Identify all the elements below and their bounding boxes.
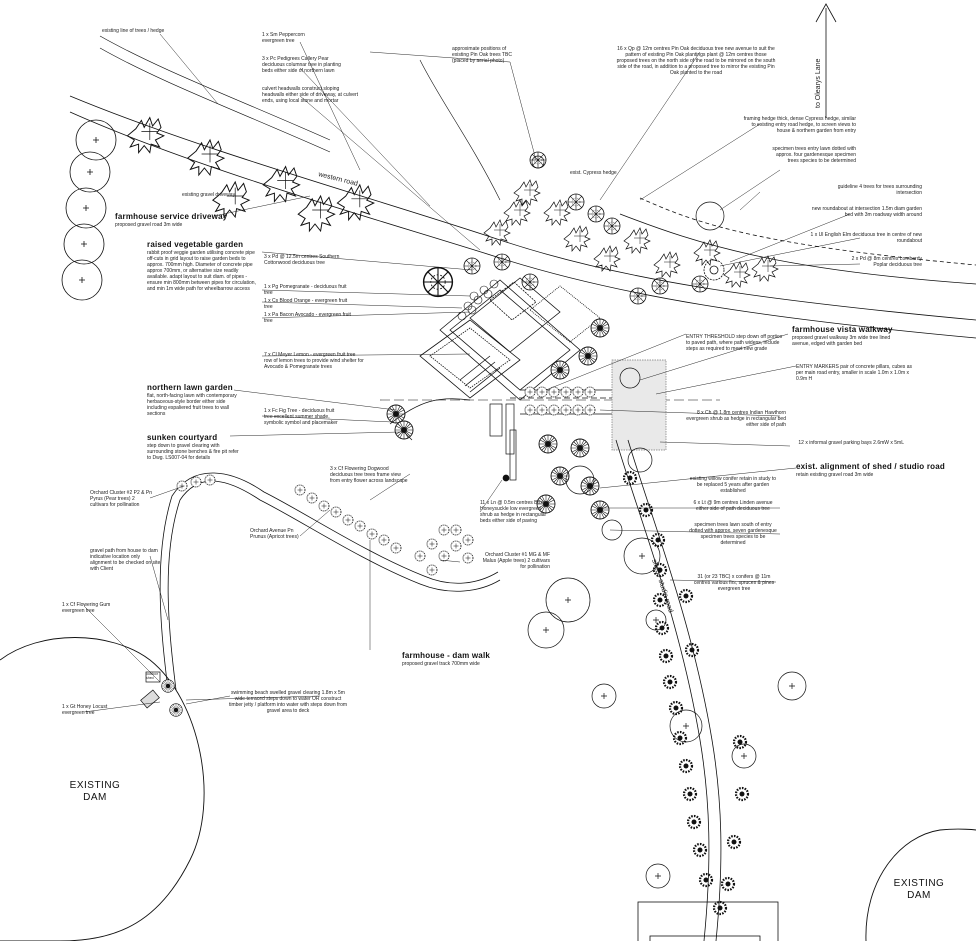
veg-garden-pipes [457,279,499,321]
dam-left-label: EXISTING DAM [60,780,130,804]
service-driveway-title: farmhouse service driveway [115,212,228,221]
note-entry-markers: ENTRY MARKERS pair of concrete pillars, … [796,364,912,382]
dam-walk-title: farmhouse - dam walk [402,651,491,660]
note-meyer-lemon: 7 x Cl Meyer Lemon - evergreen fruit tre… [264,352,364,370]
leader-lines [83,33,861,713]
note-peppercorn: 1 x Sm Peppercorn evergreen tree [262,32,305,44]
orchard-clusters [176,474,474,576]
note-specimen-mid: specimen trees lawn south of entry dotte… [689,522,777,546]
note-pin-oak-positions: approximate positions of existing Pin Oa… [452,46,512,64]
note-orchard-1: Orchard Cluster #1 MG & MF Malus (Apple … [482,552,550,570]
note-gravel-driveway: existing gravel driveway [182,192,236,198]
note-guideline-trees: guideline 4 trees for trees surrounding … [837,184,922,196]
northern-lawn-sub: flat, north-facing lawn with contemporar… [147,393,237,417]
sunken-courtyard-title: sunken courtyard [147,433,218,442]
shed-studio-road [615,439,722,941]
note-parking: 12 x informal gravel parking bays 2.6mW … [798,440,904,446]
note-framing-hedge: framing hedge thick, dense Cypress hedge… [743,116,856,134]
entry-vista-walkway [380,359,720,451]
note-callery-pear: 3 x Pc Pedigrees Callery Pear deciduous … [262,56,341,74]
dam-walk-sub: proposed gravel track 700mm wide [402,661,480,667]
dam-right-label: EXISTING DAM [884,878,954,902]
note-pin-oak-avenue: 16 x Qp @ 12m centres Pin Oak deciduous … [616,46,776,76]
studio-outline [637,901,779,941]
courtyard-structures [489,403,517,482]
veg-garden-title: raised vegetable garden [147,240,244,249]
specimen-trees-entry [695,201,725,231]
dam-right-line1: EXISTING [893,878,945,889]
note-entry-threshold: ENTRY THRESHOLD step down off portico to… [686,334,783,352]
note-lombardy-replace: existing willow conifer retain in study … [689,476,777,494]
existing-trees-hedge [99,35,501,201]
note-orchard-2: Orchard Cluster #2 P2 & Pn Pyrus (Pear t… [90,490,152,508]
shed-road-alignment-title: exist. alignment of shed / studio road [796,462,945,471]
note-culvert: culvert headwalls construct sloping head… [262,86,359,104]
note-cypress-hedge: exist. Cypress hedge [570,170,617,176]
note-flowering-gum: 1 x Cf Flowering Gum evergreen tree [62,602,111,614]
roundabout [703,259,725,281]
farmhouse-dam-walk [159,472,501,691]
veg-garden-trees [422,253,539,298]
western-road [69,95,976,339]
vista-walkway-title: farmhouse vista walkway [792,325,893,334]
dam-left-line1: EXISTING [69,780,121,791]
specimen-circles [527,155,807,889]
northern-lawn-title: northern lawn garden [147,383,233,392]
note-orchard-avenue: Orchard Avenue Pn Prunus (Apricot trees) [250,528,299,540]
existing-dam-left [0,637,205,941]
western-road-label: western road [317,171,359,188]
note-gravel-path: gravel path from house to dam indicative… [90,548,161,572]
farmhouse [419,277,601,401]
note-fig-tree: 1 x Fc Fig Tree - deciduous fruit tree e… [264,408,338,426]
note-linden: 6 x Lt @ 9m centres Linden avenue either… [693,500,773,512]
shed-road-alignment-sub: retain existing gravel road 3m wide [796,472,874,478]
note-outdoor-shed: outdoor shed [146,672,158,680]
olearys-lane-label: to Olearys Lane [815,58,822,108]
sunken-courtyard-sub: step down to gravel clearing with surrou… [147,443,239,461]
note-hawthorn: 8 x Ch @ 1.8m centres Indian Hawthorn ev… [686,410,786,428]
note-specimen-top: specimen trees entry lawn dotted with ap… [772,146,856,164]
note-lombardy: 2 x Pd @ 8m centres Lombardy Poplar deci… [851,256,922,268]
north-arrow [815,3,837,118]
note-trees-hedge: existing line of trees / hedge [102,28,165,34]
dam-right-line2: DAM [907,890,931,901]
note-honey-locust: 1 x Gt Honey Locust evergreen tree [62,704,108,716]
driveway-circle-trees [61,119,117,301]
service-driveway-sub: proposed gravel road 3m wide [115,222,183,228]
vista-walkway-sub: proposed gravel walkway 3m wide tree lin… [792,335,891,347]
veg-garden-sub: rabbit proof veggie garden utilising con… [147,250,256,292]
note-bacon-avocado: 1 x Pa Bacon Avocado - evergreen fruit t… [264,312,351,324]
note-flowering-dogwood: 3 x Cf Flowering Dogwood deciduous tree … [330,466,408,484]
dam-left-line2: DAM [83,792,107,803]
note-english-elm: 1 x Ul English Elm deciduous tree in cen… [810,232,922,244]
note-box-honeysuckle: 11 x Ln @ 0.5m centres Box Honeysuckle l… [480,500,547,524]
note-swimming-beach: swimming beach swelled gravel clearing 1… [228,690,348,714]
note-conifers: 31 (or 23 TBC) x conifers @ 11m centres … [693,574,775,592]
note-pomegranate: 1 x Pg Pomegranate - deciduous fruit tre… [264,284,347,296]
sunken-courtyard [386,398,471,441]
note-roundabout: new roundabout at intersection 1.5m diam… [811,206,922,218]
note-blood-orange: 1 x Cs Blood Orange - evergreen fruit tr… [264,298,348,310]
linden-avenue [536,318,610,520]
note-cottonwood: 3 x Pd @ 12.5m centres Southern Cottonwo… [264,254,340,266]
specimen-trees-lawn [565,367,653,541]
hawthorn-hedge [524,386,596,416]
existing-dam-right [865,828,976,941]
avenue-pin-oaks [483,179,779,288]
